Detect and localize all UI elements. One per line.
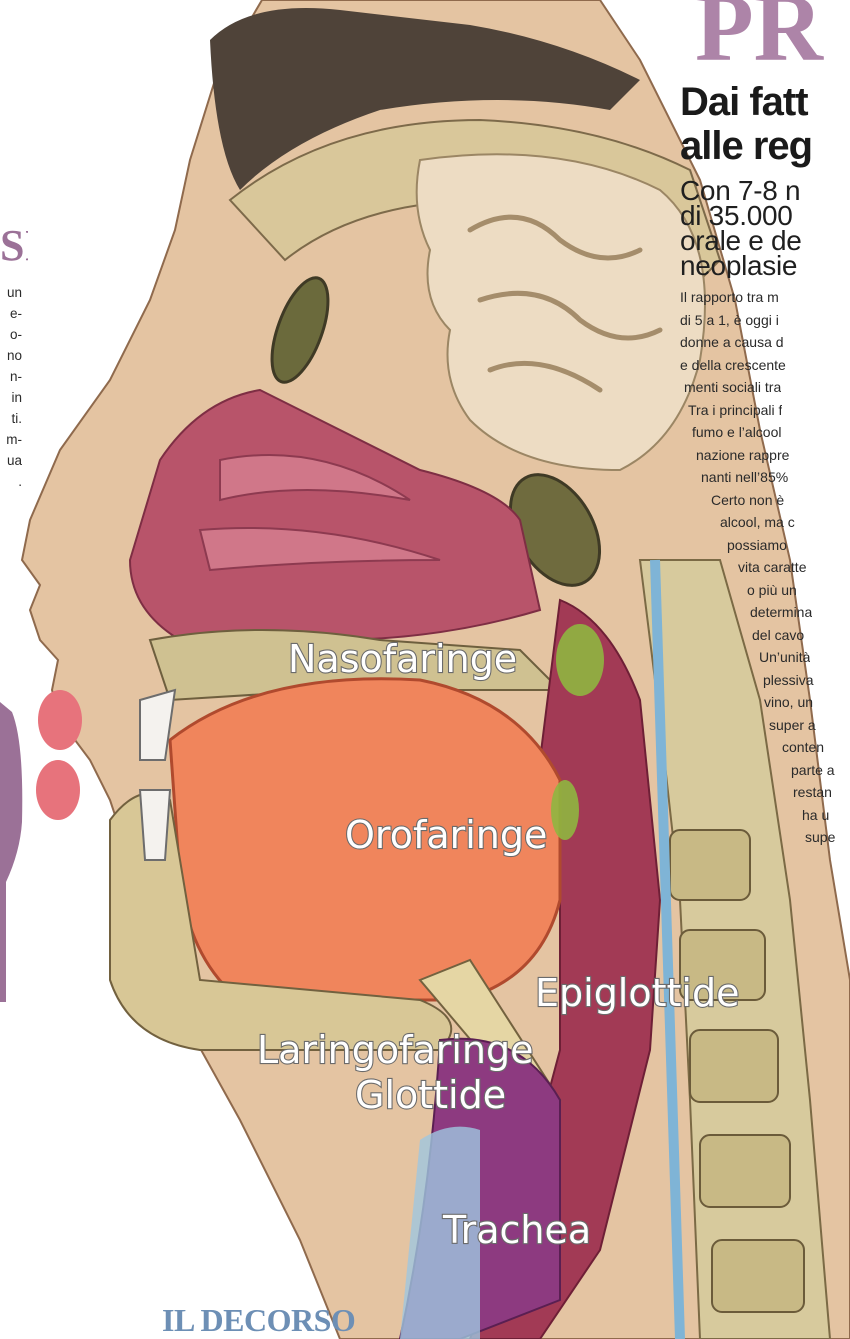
- label-laringofaringe: Laringofaringe: [257, 1028, 534, 1072]
- label-glottide: Glottide: [355, 1073, 506, 1117]
- label-epiglottide: Epiglottide: [535, 971, 739, 1015]
- upper-lip: [38, 690, 82, 750]
- lower-lip: [36, 760, 80, 820]
- label-nasofaringe: Nasofaringe: [288, 637, 517, 681]
- label-orofaringe: Orofaringe: [345, 813, 547, 857]
- label-trachea: Trachea: [442, 1208, 591, 1252]
- section-heading: IL DECORSO: [162, 1300, 355, 1339]
